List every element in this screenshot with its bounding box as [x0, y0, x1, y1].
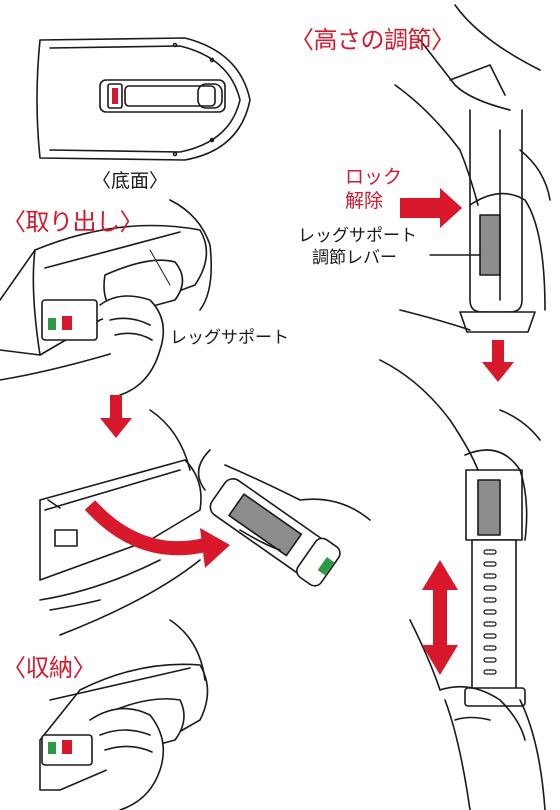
- takeout-step1-drawing: [0, 199, 213, 396]
- lock-release-label-1: ロック: [345, 166, 403, 188]
- arrow-down-takeout: [100, 395, 132, 438]
- storage-heading: 〈収納〉: [2, 654, 97, 682]
- leg-support-lever-label-1: レッグサポート: [298, 226, 417, 246]
- height-adjust-extended-drawing: [379, 359, 546, 810]
- device-bottom-view: [36, 37, 251, 161]
- bottom-view-caption: 〈底面〉: [92, 170, 169, 192]
- leg-support-label: レッグサポート: [170, 328, 289, 348]
- arrow-down-height: [482, 340, 514, 382]
- take-out-heading: 〈取り出し〉: [2, 208, 144, 236]
- takeout-step2-drawing: [39, 409, 371, 636]
- lock-release-label-2: 解除: [345, 190, 384, 212]
- height-adjust-top-drawing: [394, 4, 551, 333]
- extension-rail-slots: [483, 549, 497, 675]
- leg-support-lever-label-2: 調節レバー: [312, 248, 397, 268]
- height-adjust-heading: 〈高さの調節〉: [290, 26, 455, 54]
- storage-drawing: [39, 619, 209, 810]
